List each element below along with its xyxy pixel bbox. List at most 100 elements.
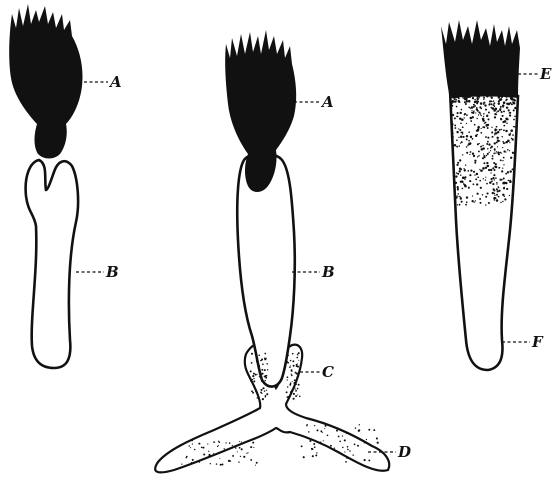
stipple-dot xyxy=(490,95,492,97)
stipple-dot xyxy=(357,445,359,447)
stipple-dot xyxy=(366,439,367,440)
stipple-dot xyxy=(497,139,498,140)
stipple-dot xyxy=(459,129,461,131)
stipple-dot xyxy=(499,109,501,111)
stipple-dot xyxy=(513,119,515,121)
stipple-dot xyxy=(297,388,299,390)
label-c: C xyxy=(300,363,334,381)
stipple-dot xyxy=(509,114,511,116)
stipple-dot xyxy=(466,196,468,198)
stipple-dot xyxy=(514,126,516,128)
stipple-dot xyxy=(508,103,510,105)
stipple-dot xyxy=(298,384,300,386)
stipple-dot xyxy=(264,380,266,382)
middle-cell-body xyxy=(237,153,295,386)
stipple-dot xyxy=(486,124,488,126)
stipple-dot xyxy=(491,127,492,128)
stipple-dot xyxy=(249,377,251,379)
stipple-dot xyxy=(346,433,347,434)
stipple-dot xyxy=(465,97,467,99)
stipple-dot xyxy=(479,106,481,108)
stipple-dot xyxy=(330,445,332,447)
stipple-dot xyxy=(505,96,507,98)
stipple-dot xyxy=(478,114,479,115)
stipple-dot xyxy=(481,128,482,129)
stipple-dot xyxy=(477,101,479,103)
stipple-dot xyxy=(294,383,295,384)
stipple-dot xyxy=(312,448,314,450)
label-b2: B xyxy=(292,263,335,281)
stipple-dot xyxy=(473,171,475,173)
stipple-dot xyxy=(468,187,470,189)
stipple-dot xyxy=(499,140,500,141)
stipple-dot xyxy=(511,96,513,98)
stipple-dot xyxy=(290,360,292,362)
stipple-dot xyxy=(451,108,452,109)
stipple-dot xyxy=(500,159,502,161)
label-text-d: D xyxy=(397,443,411,461)
stipple-dot xyxy=(314,446,316,448)
stipple-dot xyxy=(359,424,360,425)
stipple-dot xyxy=(478,155,479,156)
stipple-dot xyxy=(261,393,262,394)
stipple-dot xyxy=(505,100,507,102)
stipple-dot xyxy=(232,455,234,457)
stipple-dot xyxy=(194,449,196,451)
stipple-dot xyxy=(502,160,503,161)
stipple-dot xyxy=(292,389,293,390)
stipple-dot xyxy=(507,171,509,173)
stipple-dot xyxy=(345,461,347,463)
stipple-dot xyxy=(267,386,268,387)
stipple-dot xyxy=(480,113,482,115)
stipple-dot xyxy=(458,193,460,195)
stipple-dot xyxy=(513,126,514,127)
stipple-dot xyxy=(502,182,505,185)
stipple-dot xyxy=(376,437,378,439)
stipple-dot xyxy=(454,101,456,103)
stipple-dot xyxy=(373,429,375,431)
stipple-dot xyxy=(344,439,346,441)
stipple-dot xyxy=(477,110,478,111)
stipple-dot xyxy=(476,97,478,99)
stipple-dot xyxy=(264,369,266,371)
stipple-dot xyxy=(454,144,457,147)
stipple-dot xyxy=(470,169,472,171)
stipple-dot xyxy=(456,116,458,118)
stipple-dot xyxy=(296,384,297,385)
stipple-dot xyxy=(495,132,497,134)
stipple-dot xyxy=(251,379,253,381)
stipple-dot xyxy=(466,114,468,116)
stipple-dot xyxy=(347,446,349,448)
stipple-dot xyxy=(494,113,496,115)
stipple-dot xyxy=(507,149,509,151)
stipple-dot xyxy=(462,132,464,134)
stipple-dot xyxy=(471,112,473,114)
stipple-dot xyxy=(471,200,473,202)
stipple-dot xyxy=(480,146,482,148)
stipple-dot xyxy=(295,372,297,374)
stipple-dot xyxy=(240,456,241,457)
stipple-dot xyxy=(232,445,233,446)
stipple-dot xyxy=(246,453,247,454)
stipple-dot xyxy=(483,178,484,179)
stipple-dot xyxy=(493,103,494,104)
stipple-dot xyxy=(487,192,489,194)
right-cell xyxy=(441,20,520,370)
stipple-dot xyxy=(476,173,478,175)
stipple-dot xyxy=(291,370,293,372)
stipple-dot xyxy=(250,370,252,372)
label-e: E xyxy=(518,65,552,83)
stipple-dot xyxy=(495,166,498,169)
stipple-dot xyxy=(486,143,488,145)
stipple-dot xyxy=(292,360,294,362)
stipple-dot xyxy=(267,369,268,370)
stipple-dot xyxy=(217,446,218,447)
label-text-f: F xyxy=(531,333,544,351)
stipple-dot xyxy=(253,385,255,387)
stipple-dot xyxy=(491,97,493,99)
stipple-dot xyxy=(473,155,475,157)
stipple-dot xyxy=(355,427,356,428)
stipple-dot xyxy=(496,129,497,130)
stipple-dot xyxy=(485,136,487,138)
stipple-dot xyxy=(460,197,462,199)
